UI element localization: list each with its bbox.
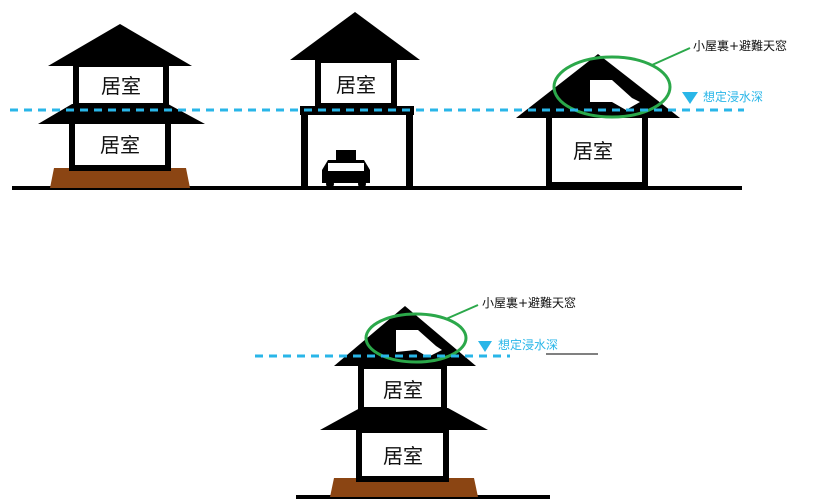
left-pillar	[301, 115, 308, 188]
foundation	[50, 168, 190, 188]
roof	[290, 12, 420, 60]
house-over-garage: 居室	[290, 12, 420, 188]
main-roof	[48, 24, 192, 66]
eave-roof	[320, 408, 488, 430]
upper-floor-walls	[315, 57, 397, 109]
attic-callout-ring	[552, 55, 672, 119]
callout-pointer	[445, 304, 479, 320]
right-pillar	[406, 115, 413, 188]
room-label-lower: 居室	[383, 444, 423, 468]
floor-slab	[300, 106, 414, 115]
house-two-storey-attic: 居室 居室 小屋裏+避難天窓	[320, 295, 576, 497]
house-two-storey-raised: 居室 居室	[38, 24, 205, 188]
water-level-label-top: 想定浸水深	[703, 89, 763, 104]
attic-callout-text: 小屋裏+避難天窓	[693, 38, 787, 53]
house-single-storey-attic: 居室 小屋裏+避難天窓	[516, 38, 787, 188]
car-icon	[322, 150, 370, 188]
triangle-down-icon	[682, 92, 698, 104]
foundation	[330, 478, 478, 497]
skylight-window-icon	[590, 80, 640, 110]
attic-callout-text: 小屋裏+避難天窓	[482, 295, 576, 310]
callout-pointer	[651, 47, 691, 66]
room-label-upper: 居室	[101, 74, 141, 98]
skylight-window-icon	[396, 330, 442, 357]
room-label: 居室	[573, 139, 613, 163]
room-label-upper: 居室	[383, 378, 423, 402]
triangle-down-icon	[478, 341, 492, 352]
room-label-lower: 居室	[100, 133, 140, 157]
water-level-label-bottom: 想定浸水深	[498, 337, 558, 352]
room-label-upper: 居室	[336, 73, 376, 97]
attic-callout-ring	[364, 312, 468, 364]
